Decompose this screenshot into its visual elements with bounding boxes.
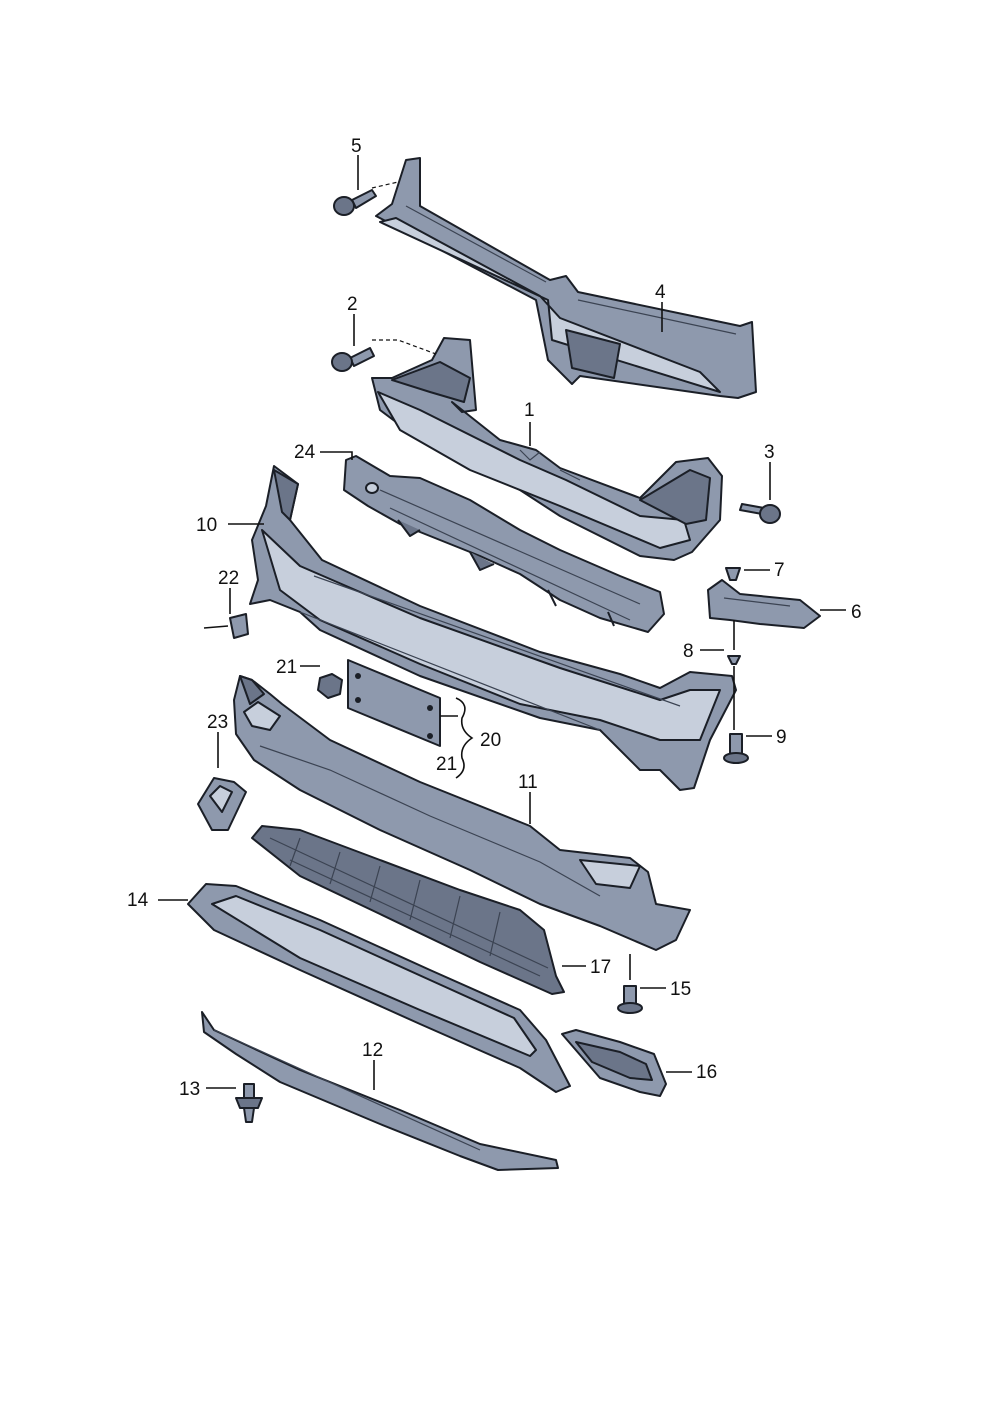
callout-21b: 21 <box>436 754 457 775</box>
part-24-impact-absorber <box>343 455 665 633</box>
callout-17: 17 <box>590 957 611 978</box>
callout-11: 11 <box>518 772 538 793</box>
callout-15: 15 <box>670 979 691 1000</box>
callout-20: 20 <box>480 730 501 751</box>
leader-lines <box>158 155 846 1090</box>
part-15-screw <box>617 985 643 1014</box>
part-23-cover <box>197 777 247 831</box>
callout-6: 6 <box>851 602 862 623</box>
callout-14: 14 <box>127 890 149 911</box>
callout-5: 5 <box>351 136 362 157</box>
part-14-frame <box>187 883 571 1093</box>
part-17-grille <box>251 825 565 995</box>
callout-9: 9 <box>776 727 787 748</box>
callout-8: 8 <box>683 641 694 662</box>
callout-2: 2 <box>347 294 358 315</box>
callout-22: 22 <box>218 568 239 589</box>
callout-24: 24 <box>294 442 316 463</box>
part-5-bolt <box>333 189 377 216</box>
callout-4: 4 <box>655 282 666 303</box>
part-2-bolt <box>331 347 375 372</box>
part-3-bolt <box>739 503 781 524</box>
callout-3: 3 <box>764 442 775 463</box>
callout-12: 12 <box>362 1040 383 1061</box>
part-13-rivet <box>235 1083 263 1123</box>
callout-1: 1 <box>524 400 535 421</box>
part-8-clip <box>727 655 741 665</box>
part-21-nut <box>317 673 343 699</box>
callout-21a: 21 <box>276 657 297 678</box>
callout-13: 13 <box>179 1079 200 1100</box>
part-6-bracket <box>707 579 821 629</box>
part-20-plate-holder <box>347 659 441 747</box>
callout-7: 7 <box>774 560 785 581</box>
part-9-screw <box>723 733 749 764</box>
callout-labels: 5 2 4 1 3 24 10 22 7 6 8 21 20 21 9 23 1… <box>127 136 862 1100</box>
part-10-bumper-cover <box>249 465 737 791</box>
part-11-lower-trim <box>233 675 691 951</box>
part-16-end-trim <box>561 1029 667 1097</box>
part-12-spoiler-lip <box>201 1011 559 1171</box>
callout-10: 10 <box>196 515 217 536</box>
callout-23: 23 <box>207 712 228 733</box>
callout-16: 16 <box>696 1062 717 1083</box>
part-1-bumper-carrier <box>371 337 723 561</box>
part-4-upper-reinforcement <box>375 157 757 399</box>
part-22-cap <box>203 613 249 639</box>
part-7-clip <box>725 567 741 581</box>
